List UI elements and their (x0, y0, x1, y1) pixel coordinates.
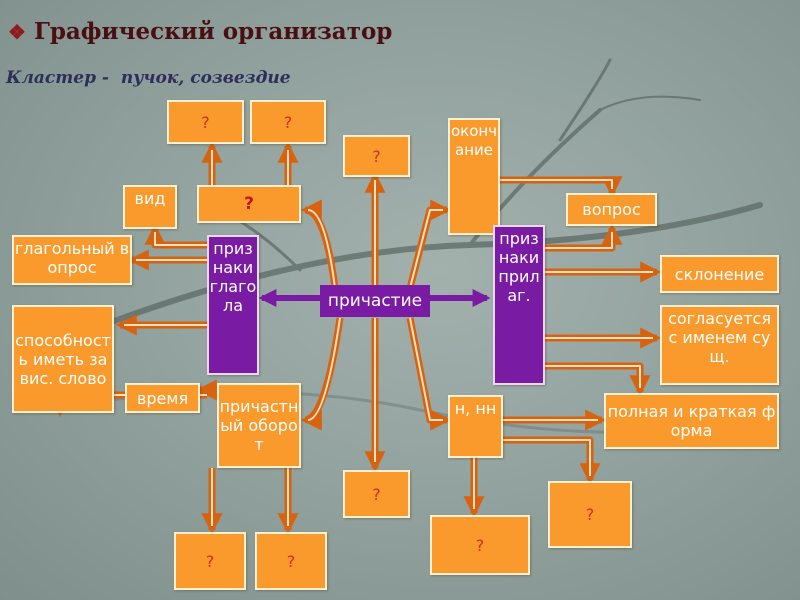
question-box-bottom-left: ? (174, 532, 246, 590)
question-box-top-left: ? (167, 100, 244, 144)
diamond-bullet-icon: ❖ (8, 19, 26, 44)
tense-box: время (125, 383, 200, 413)
full-short-form-box: полная и краткая форма (604, 393, 779, 449)
participle-phrase-box: причастный оборот (217, 383, 301, 468)
question-box: вопрос (566, 193, 657, 226)
question-box-n-nn: ? (430, 515, 530, 575)
question-box-bottom-right: ? (255, 532, 327, 590)
verb-question-box: глагольный вопрос (12, 235, 132, 285)
agreement-box: согласуется с именем сущ. (660, 305, 779, 385)
question-box-full-short: ? (548, 481, 632, 548)
n-nn-box: н, нн (448, 395, 503, 458)
subtitle-definition: пучок, созвездие (120, 68, 291, 88)
dependent-word-box: способность иметь завис. слово (12, 305, 114, 413)
verb-question-mark-box: ? (197, 185, 301, 223)
adjective-signs-box: признаки прилаг. (493, 225, 545, 385)
declension-box: склонение (660, 255, 779, 293)
verb-signs-box: признаки глагола (207, 235, 259, 375)
subtitle: Кластер - пучок, созвездие (0, 68, 291, 88)
question-box-top-right: ? (250, 100, 326, 144)
question-box-top-center: ? (343, 135, 410, 177)
ending-box: окончание (448, 118, 500, 235)
center-node-participle: причастие (320, 285, 430, 317)
vid-box: вид (123, 185, 177, 229)
question-box-bottom-center: ? (343, 470, 410, 518)
page-title: ❖ Графический организатор (8, 18, 392, 45)
subtitle-term: Кластер - (6, 68, 115, 88)
title-text: Графический организатор (33, 18, 393, 45)
